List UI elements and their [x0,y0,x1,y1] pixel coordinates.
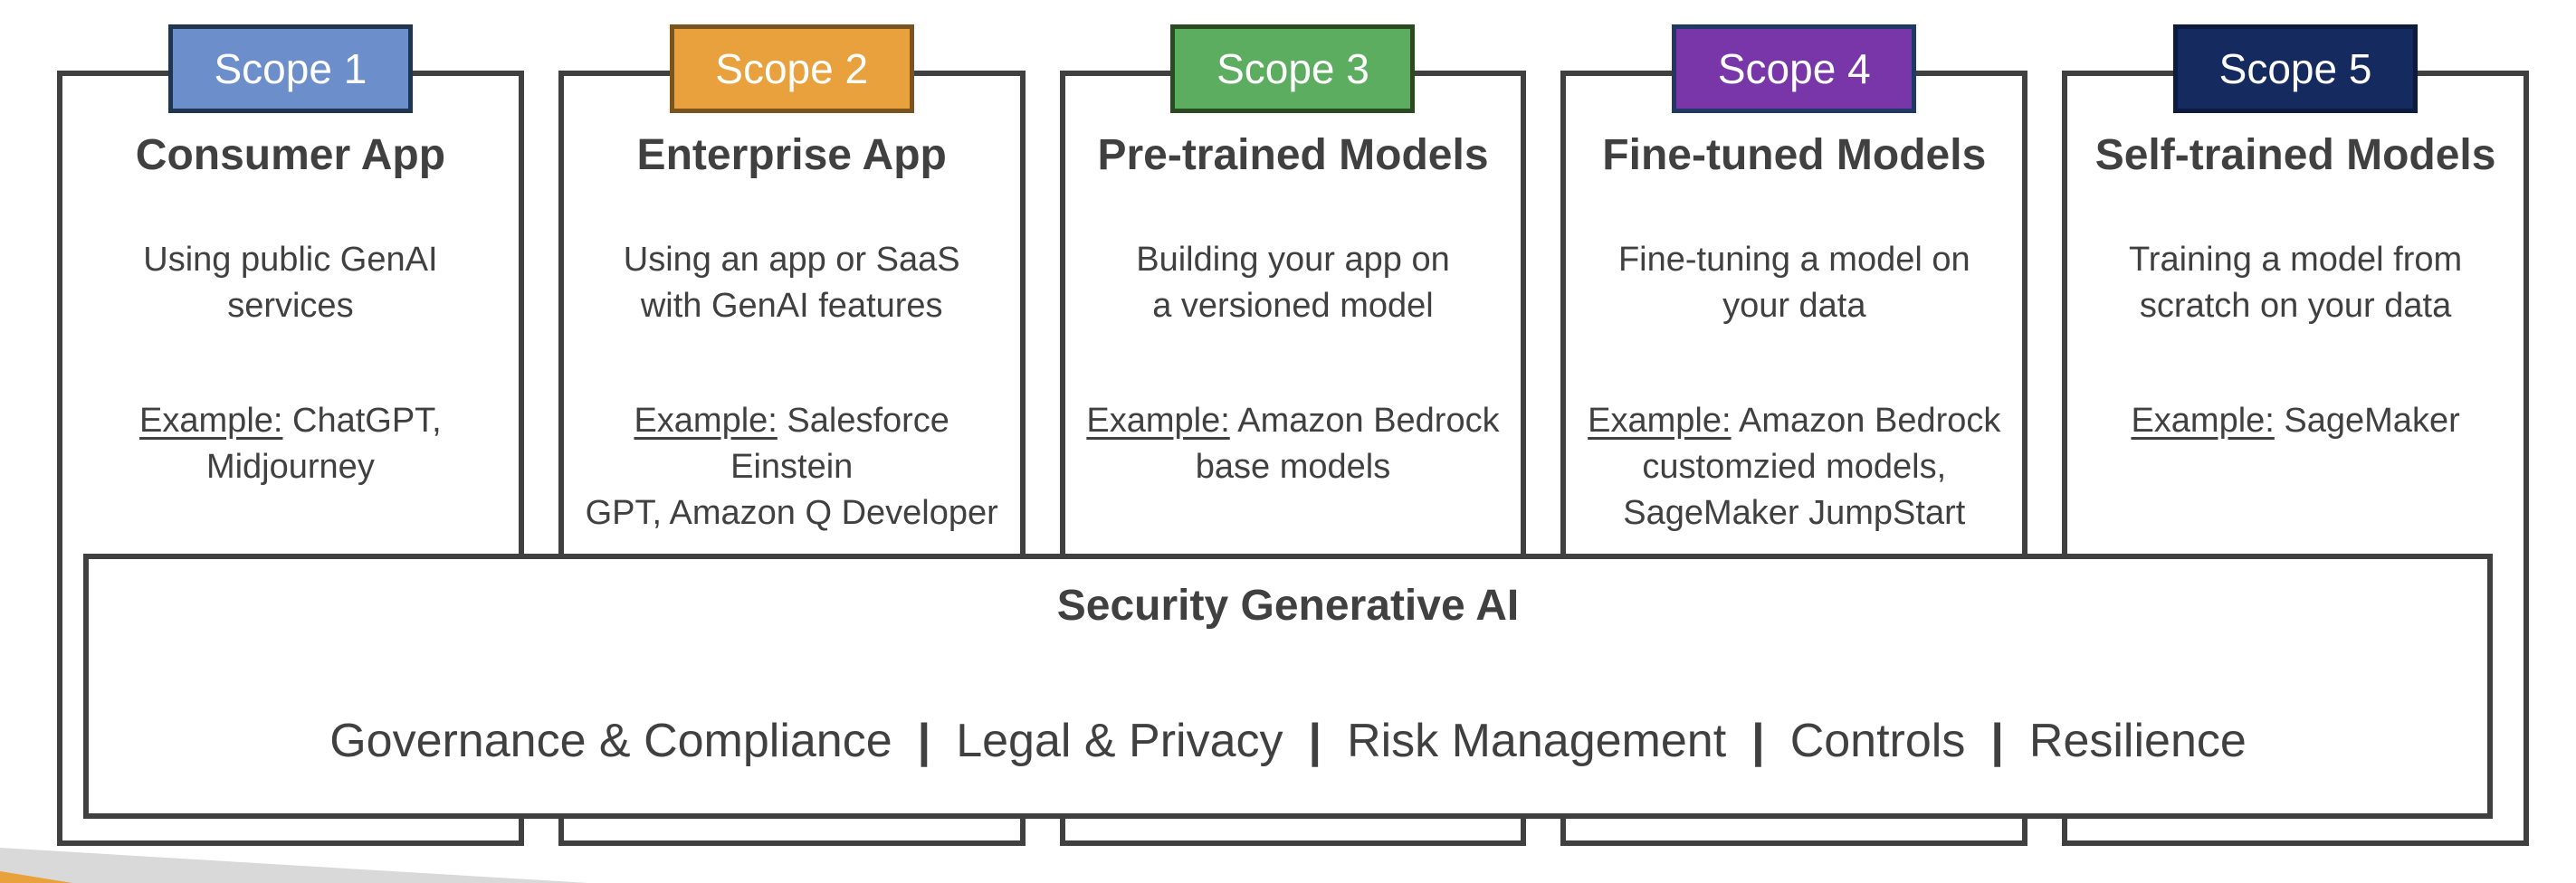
category-separator: | [1990,715,2004,767]
scope-description: Building your app on a versioned model [1136,241,1450,325]
example-text: Salesforce Einstein GPT, Amazon Q Develo… [585,401,998,532]
category-separator: | [1308,715,1322,767]
example-text: ChatGPT, Midjourney [205,401,442,486]
scope-title: Fine-tuned Models [1602,131,1987,179]
category-item: Controls [1789,715,1966,767]
scope-description: Fine-tuning a model on your data [1617,241,1970,325]
scope-example: Example: SageMaker [2080,398,2511,444]
category-item: Resilience [2028,715,2247,767]
scope-title: Pre-trained Models [1097,131,1489,179]
scope-example: Example: Amazon Bedrock customzied model… [1579,398,2009,536]
example-label: Example: [634,401,778,440]
grey-corner-wedge [0,848,588,883]
scope-example: Example: Amazon Bedrock base models [1078,398,1509,490]
example-text: Amazon Bedrock customzied models, SageMa… [1623,401,2001,532]
scope-title: Enterprise App [636,131,947,179]
scope-description: Using an app or SaaS with GenAI features [623,241,960,325]
scope-badge-label: Scope 5 [2218,45,2372,92]
example-label: Example: [2131,401,2275,440]
category-item: Governance & Compliance [329,715,892,767]
scope-badge-label: Scope 1 [214,45,367,92]
scope-badge-label: Scope 4 [1717,45,1871,92]
scope-badge-label: Scope 2 [715,45,869,92]
example-label: Example: [1588,401,1732,440]
category-separator: | [917,715,931,767]
scope-badge: Scope 1 [167,24,413,113]
scope-badge: Scope 5 [2173,24,2419,113]
scope-badge: Scope 3 [1170,24,1416,113]
security-box: Security Generative AI Governance & Comp… [83,554,2493,819]
example-text: SageMaker [2284,401,2460,440]
example-label: Example: [139,401,283,440]
scope-example: Example: Salesforce Einstein GPT, Amazon… [577,398,1007,536]
scope-badge-label: Scope 3 [1216,45,1369,92]
scope-badge: Scope 2 [669,24,914,113]
scope-title: Consumer App [135,131,446,179]
security-categories: Governance & Compliance | Legal & Privacy |… [89,713,2487,769]
example-text: Amazon Bedrock base models [1195,401,1500,486]
scope-description: Training a model from scratch on your da… [2128,241,2463,325]
example-label: Example: [1086,401,1230,440]
category-item: Risk Management [1347,715,1727,767]
scope-example: Example: ChatGPT, Midjourney [75,398,506,490]
scope-description: Using public GenAI services [143,241,438,325]
scope-title: Self-trained Models [2094,131,2496,179]
scope-badge: Scope 4 [1672,24,1917,113]
category-separator: | [1751,715,1765,767]
category-item: Legal & Privacy [956,715,1283,767]
security-title: Security Generative AI [1056,582,1520,630]
